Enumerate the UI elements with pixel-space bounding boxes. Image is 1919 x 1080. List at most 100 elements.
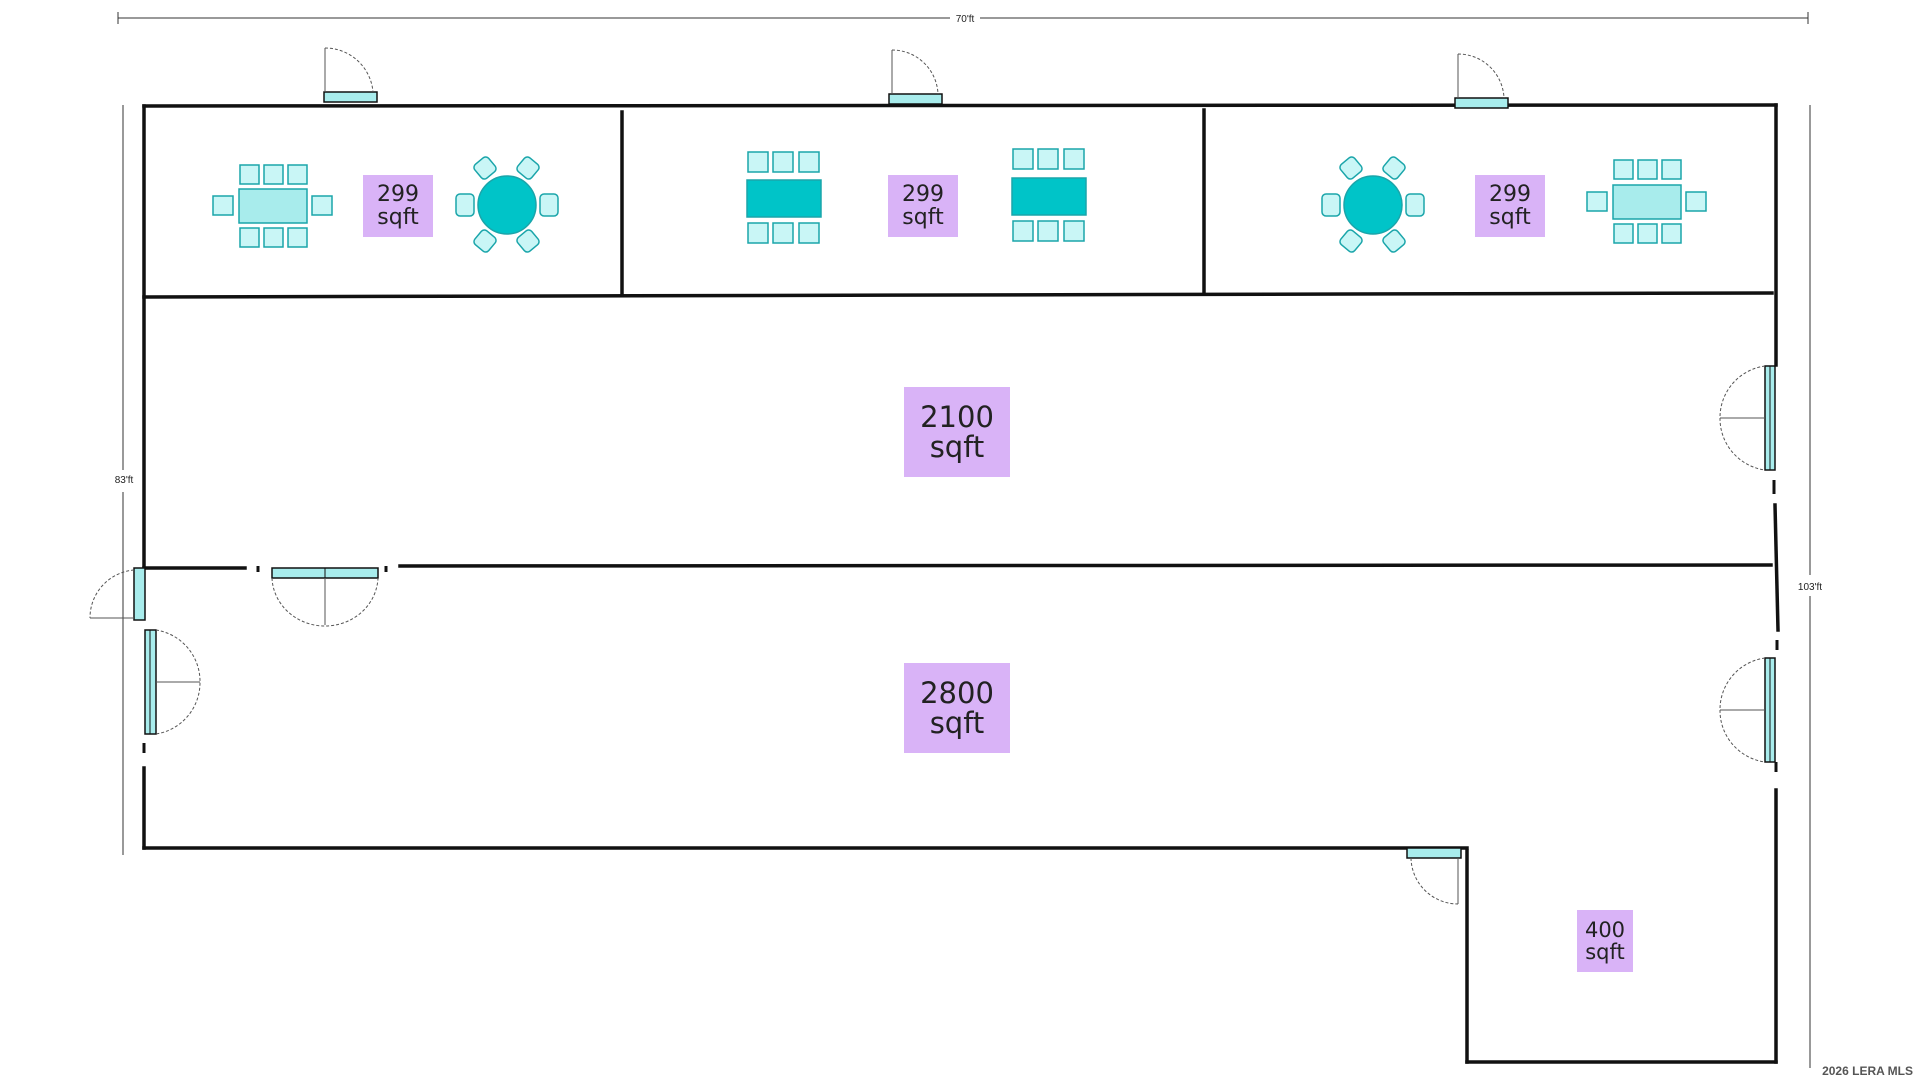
area-unit: sqft — [929, 430, 985, 464]
area-label-hall-lower: 2800 sqft — [904, 663, 1010, 753]
chair — [1661, 223, 1682, 244]
door-right-upper — [1719, 365, 1776, 471]
wall-break-ticks — [142, 480, 1779, 772]
chair — [239, 164, 260, 185]
area-label-meeting-3: 299 sqft — [1475, 175, 1545, 237]
round-table — [477, 175, 537, 235]
right-height-dimension-label: 103'ft — [1798, 582, 1822, 593]
door-leaf — [1454, 97, 1509, 109]
chair — [1037, 220, 1059, 242]
round-table-room-3 — [1321, 156, 1425, 253]
door-leaf — [888, 93, 943, 105]
area-label-annex: 400 sqft — [1577, 910, 1633, 972]
chair — [747, 222, 769, 244]
furniture — [212, 148, 1707, 253]
door-leaf — [1406, 847, 1462, 859]
area-unit: sqft — [1585, 940, 1625, 964]
chair — [287, 164, 308, 185]
area-unit: sqft — [929, 706, 985, 740]
chair — [1063, 220, 1085, 242]
door-meeting-2 — [888, 49, 943, 105]
door-right-lower — [1719, 657, 1776, 763]
door-meeting-1 — [323, 47, 378, 103]
chair — [798, 151, 820, 173]
chair — [287, 227, 308, 248]
area-value: 299 — [1489, 181, 1531, 207]
chair — [1339, 156, 1363, 180]
chair — [1637, 159, 1658, 180]
dimension-lines — [117, 12, 1811, 1068]
chair — [747, 151, 769, 173]
area-label-meeting-1: 299 sqft — [363, 175, 433, 237]
door-swing-arc — [891, 49, 939, 95]
copyright-watermark: 2026 LERA MLS — [1822, 1064, 1913, 1078]
rect-table — [1011, 177, 1087, 216]
left-height-dimension-label: 83'ft — [115, 475, 134, 486]
table-set-room-3 — [1586, 159, 1707, 244]
chair — [1382, 229, 1406, 253]
chair — [212, 195, 234, 216]
chair — [1339, 229, 1363, 253]
door-swing-arc — [1719, 657, 1766, 763]
round-table — [1343, 175, 1403, 235]
chair — [1063, 148, 1085, 170]
chair — [1661, 159, 1682, 180]
chair — [1012, 148, 1034, 170]
table-set-room-2-left — [746, 151, 822, 244]
area-label-meeting-2: 299 sqft — [888, 175, 958, 237]
round-table-room-1 — [455, 156, 559, 253]
door-hall-divider — [271, 567, 379, 627]
doors — [89, 47, 1776, 905]
door-swing-arc — [1410, 857, 1459, 905]
chair — [798, 222, 820, 244]
area-value: 299 — [902, 181, 944, 207]
area-value: 2100 — [920, 399, 994, 434]
table-set-room-1 — [212, 164, 333, 248]
door-annex — [1406, 847, 1462, 905]
table-set-room-2-right — [1011, 148, 1087, 242]
rect-table — [746, 179, 822, 218]
chair — [1037, 148, 1059, 170]
door-leaf — [133, 567, 146, 621]
chair — [1613, 159, 1634, 180]
door-swing-arc — [1719, 365, 1766, 471]
area-unit: sqft — [377, 205, 419, 230]
walls — [142, 103, 1780, 1064]
chair — [1382, 156, 1406, 180]
chair — [263, 164, 284, 185]
chair — [239, 227, 260, 248]
area-value: 2800 — [920, 675, 994, 710]
chair — [516, 229, 540, 253]
right-wall-segment-2 — [1773, 503, 1780, 632]
chair — [263, 227, 284, 248]
chair — [1637, 223, 1658, 244]
chair — [1321, 193, 1341, 217]
area-value: 299 — [377, 181, 419, 207]
door-left-double — [144, 629, 201, 735]
area-label-hall-upper: 2100 sqft — [904, 387, 1010, 477]
chair — [516, 156, 540, 180]
hall-divider-right — [398, 563, 1773, 568]
width-dimension-label: 70'ft — [956, 14, 975, 25]
door-meeting-3 — [1454, 53, 1509, 109]
chair — [1685, 191, 1707, 212]
chair — [311, 195, 333, 216]
door-swing-arc — [155, 629, 201, 735]
rect-table — [1612, 184, 1682, 220]
area-unit: sqft — [1489, 205, 1531, 230]
door-left-exterior — [89, 567, 146, 621]
chair — [473, 156, 497, 180]
chair — [772, 222, 794, 244]
meeting-rooms-wall — [142, 291, 1774, 299]
chair — [1405, 193, 1425, 217]
door-leaf — [323, 91, 378, 103]
chair — [1012, 220, 1034, 242]
chair — [539, 193, 559, 217]
chair — [1586, 191, 1608, 212]
area-value: 400 — [1584, 917, 1626, 942]
chair — [772, 151, 794, 173]
top-wall — [142, 103, 1778, 108]
rect-table — [238, 188, 308, 224]
chair — [473, 229, 497, 253]
